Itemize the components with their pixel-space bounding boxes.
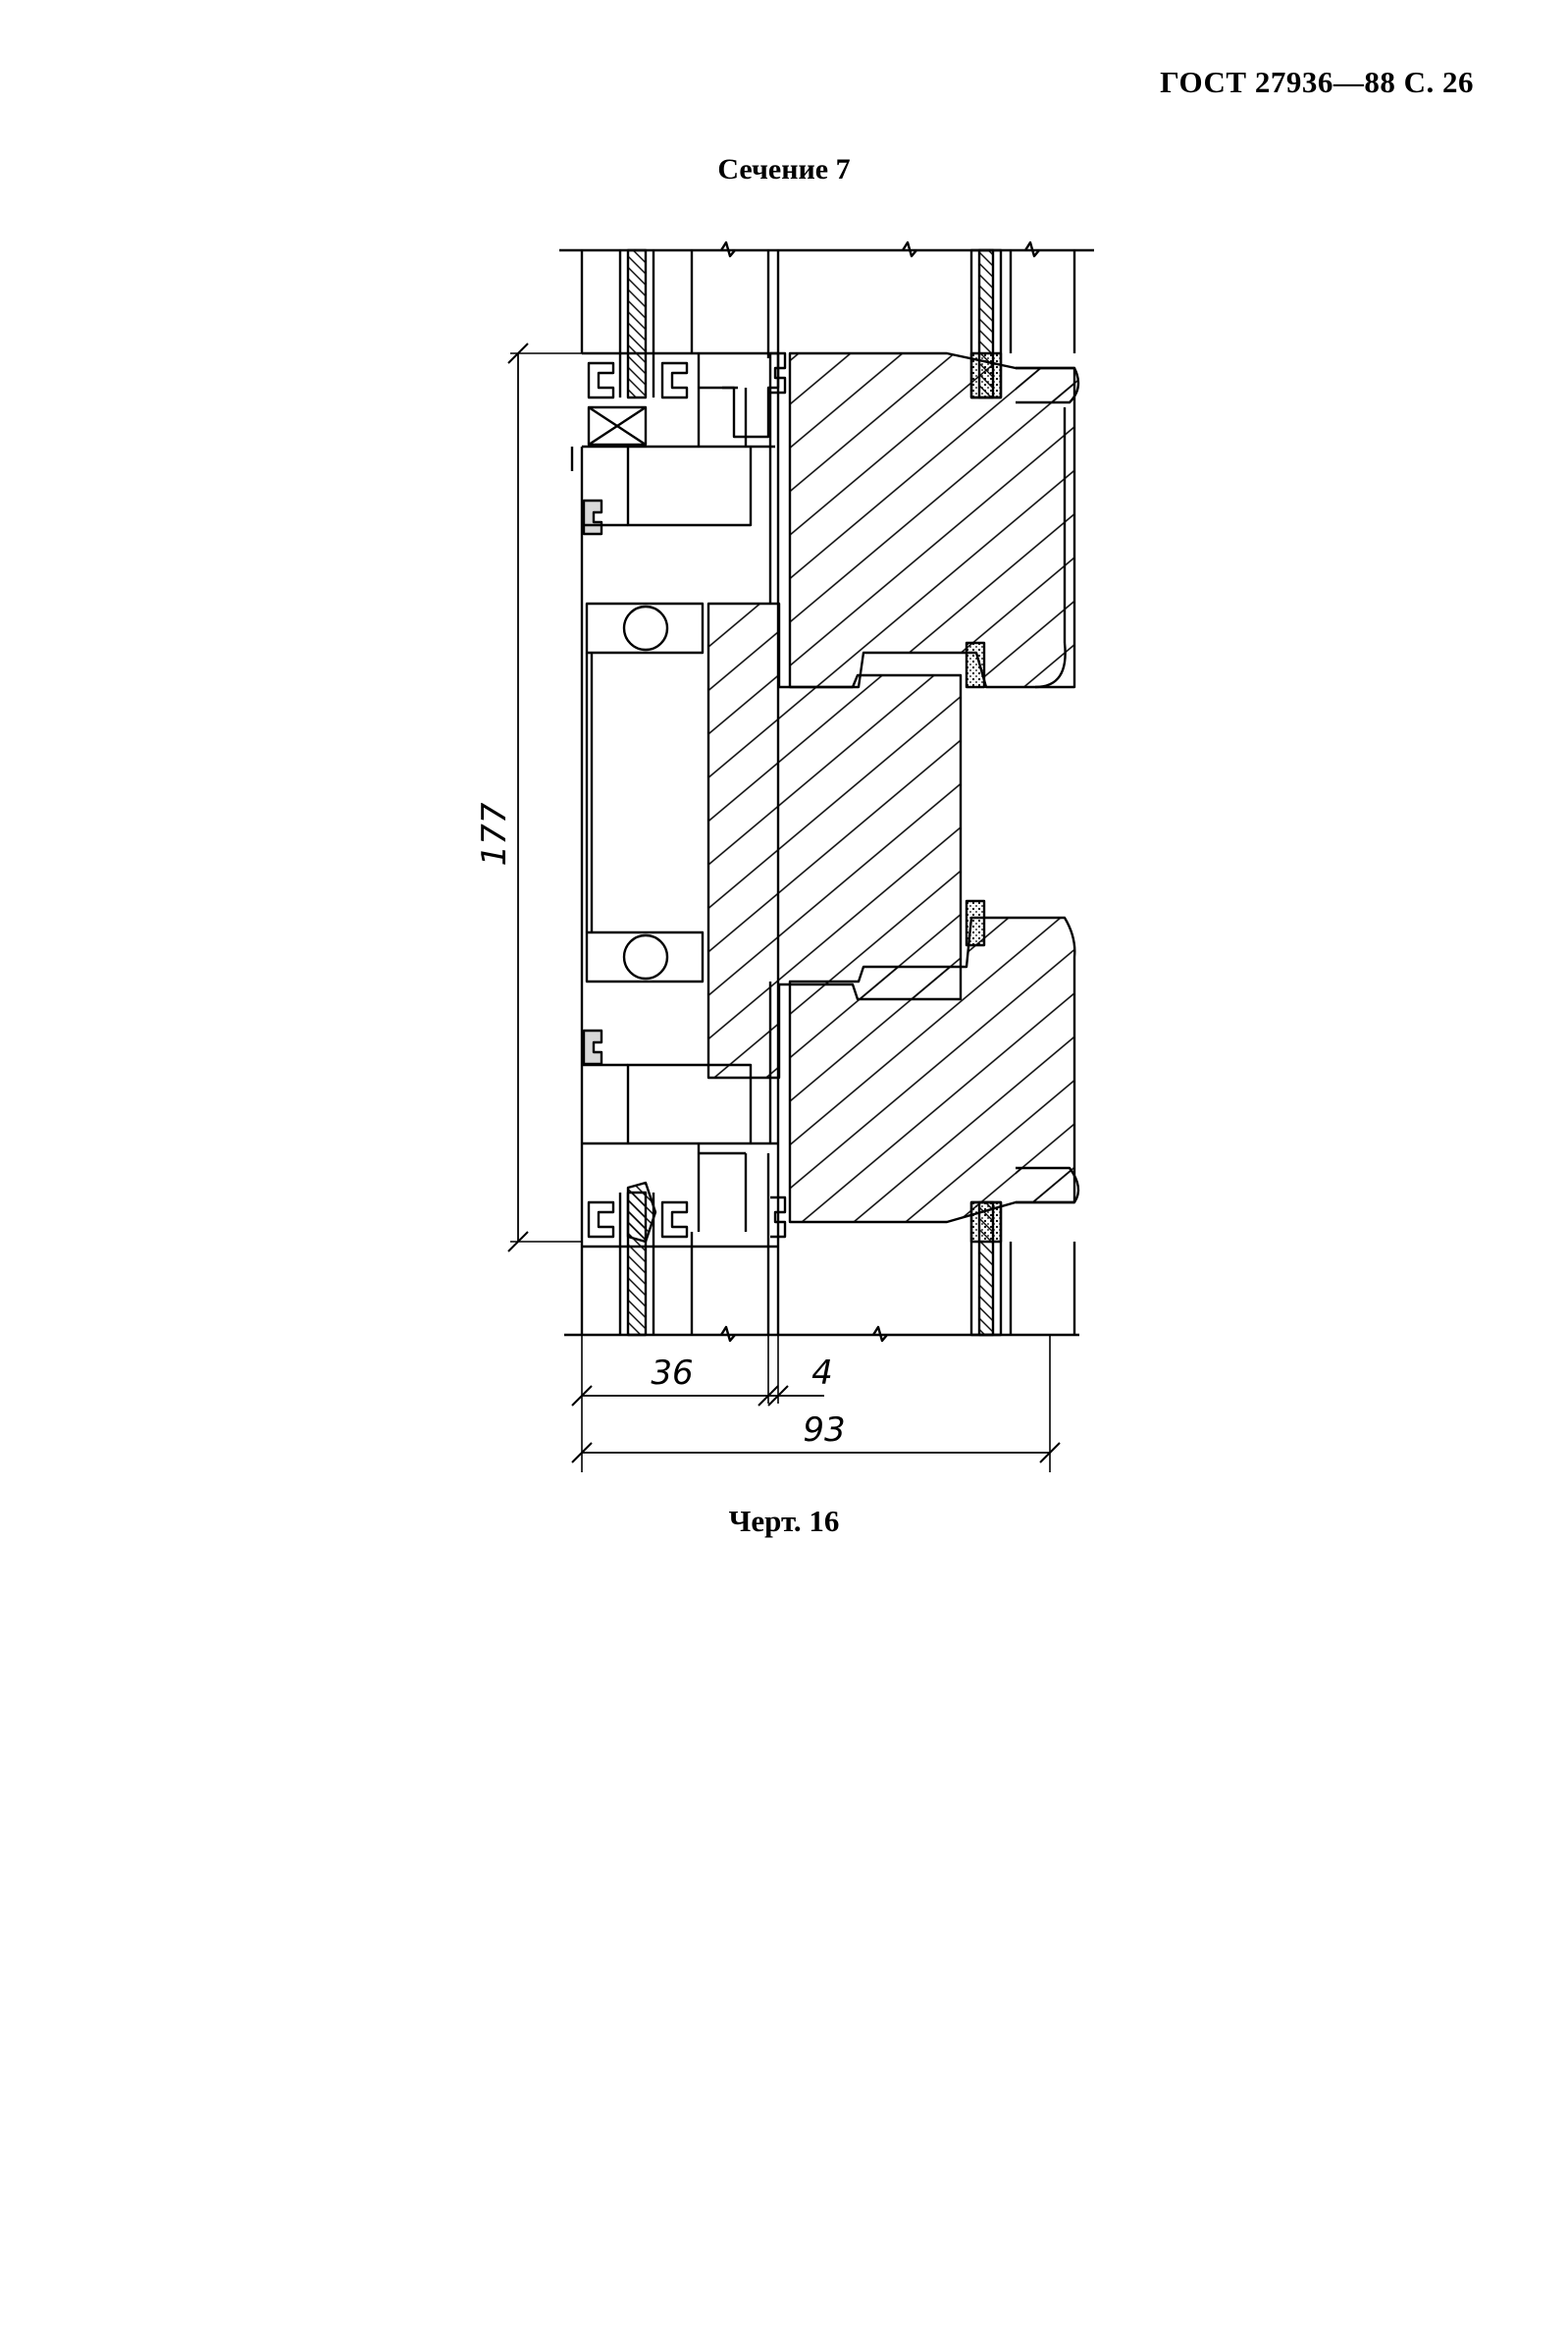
frame-box-top	[580, 447, 753, 579]
dimension-93-line	[571, 1442, 1061, 1463]
aluminium-profile-bottom	[582, 1142, 787, 1248]
figure-caption: Черт. 16	[728, 1504, 840, 1538]
break-line-top	[559, 240, 1094, 258]
glass-pane-top-right	[969, 248, 1076, 399]
insulated-panel	[580, 579, 705, 983]
frame-box-bottom	[580, 982, 772, 1143]
wooden-frame-bottom	[788, 916, 1080, 1224]
dimension-36-label: 36	[651, 1354, 693, 1393]
page-header: ГОСТ 27936—88 С. 26	[1160, 65, 1474, 99]
dimension-177-line	[507, 343, 582, 1252]
section-drawing: 177 36 4 93	[475, 240, 1094, 1472]
glass-pane-bottom-right	[969, 1200, 1076, 1337]
section-title: Сечение 7	[717, 153, 851, 186]
dimension-4-label: 4	[811, 1354, 833, 1393]
dimension-177-label: 177	[475, 802, 514, 866]
dimension-36-4-line	[571, 1385, 824, 1407]
glass-pane-top-left	[618, 248, 655, 399]
dimension-93-label: 93	[803, 1410, 845, 1450]
aluminium-profile-top	[570, 351, 787, 471]
wooden-frame-top	[788, 351, 1080, 689]
